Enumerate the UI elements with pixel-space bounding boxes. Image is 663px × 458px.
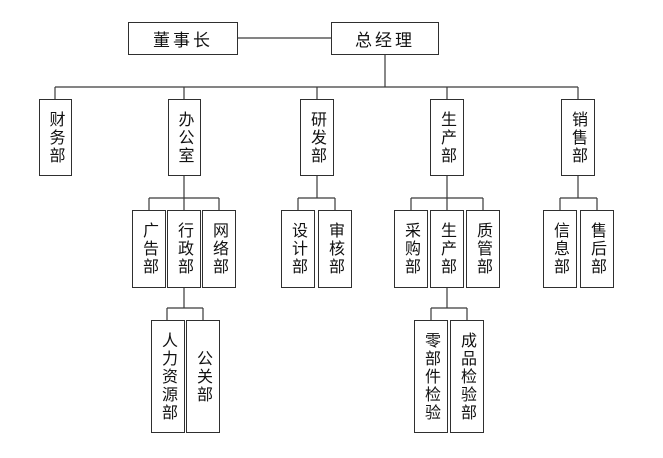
- box-sales: 销售部: [561, 99, 595, 176]
- box-office: 办公室: [168, 99, 201, 176]
- label-design: 设计部: [289, 222, 308, 276]
- box-chairman: 董事长: [128, 22, 238, 55]
- label-production-sub: 生产部: [438, 222, 457, 276]
- label-administration: 行政部: [175, 222, 194, 276]
- box-administration: 行政部: [167, 210, 201, 288]
- label-parts-inspection: 零部件检验: [422, 331, 441, 422]
- label-finance: 财务部: [46, 110, 66, 165]
- label-product-inspection: 成品检验部: [458, 331, 477, 422]
- label-hr: 人力资源部: [159, 331, 178, 422]
- box-after-sales: 售后部: [580, 210, 614, 288]
- box-advertising: 广告部: [132, 210, 166, 288]
- label-office: 办公室: [175, 110, 195, 165]
- label-information: 信息部: [551, 222, 570, 276]
- box-general-manager: 总经理: [331, 22, 439, 55]
- box-product-inspection: 成品检验部: [450, 320, 484, 433]
- box-rnd: 研发部: [300, 99, 334, 176]
- box-network: 网络部: [202, 210, 236, 288]
- label-advertising: 广告部: [140, 222, 159, 276]
- label-rnd: 研发部: [308, 110, 327, 165]
- box-pr: 公关部: [186, 320, 220, 433]
- label-pr: 公关部: [194, 349, 213, 404]
- box-design: 设计部: [281, 210, 315, 288]
- box-hr: 人力资源部: [151, 320, 185, 433]
- box-parts-inspection: 零部件检验: [414, 320, 448, 433]
- box-quality: 质管部: [466, 210, 500, 288]
- box-audit: 审核部: [318, 210, 352, 288]
- box-production: 生产部: [430, 99, 464, 176]
- box-information: 信息部: [543, 210, 577, 288]
- box-procurement: 采购部: [394, 210, 428, 288]
- label-sales: 销售部: [569, 110, 588, 165]
- box-production-sub: 生产部: [430, 210, 464, 288]
- label-audit: 审核部: [326, 222, 345, 276]
- label-after-sales: 售后部: [588, 222, 607, 276]
- label-quality: 质管部: [474, 222, 493, 276]
- label-chairman: 董事长: [153, 31, 213, 51]
- label-general-manager: 总经理: [355, 31, 415, 51]
- label-production: 生产部: [438, 110, 457, 165]
- box-finance: 财务部: [39, 99, 72, 176]
- label-procurement: 采购部: [402, 222, 421, 276]
- label-network: 网络部: [210, 222, 229, 276]
